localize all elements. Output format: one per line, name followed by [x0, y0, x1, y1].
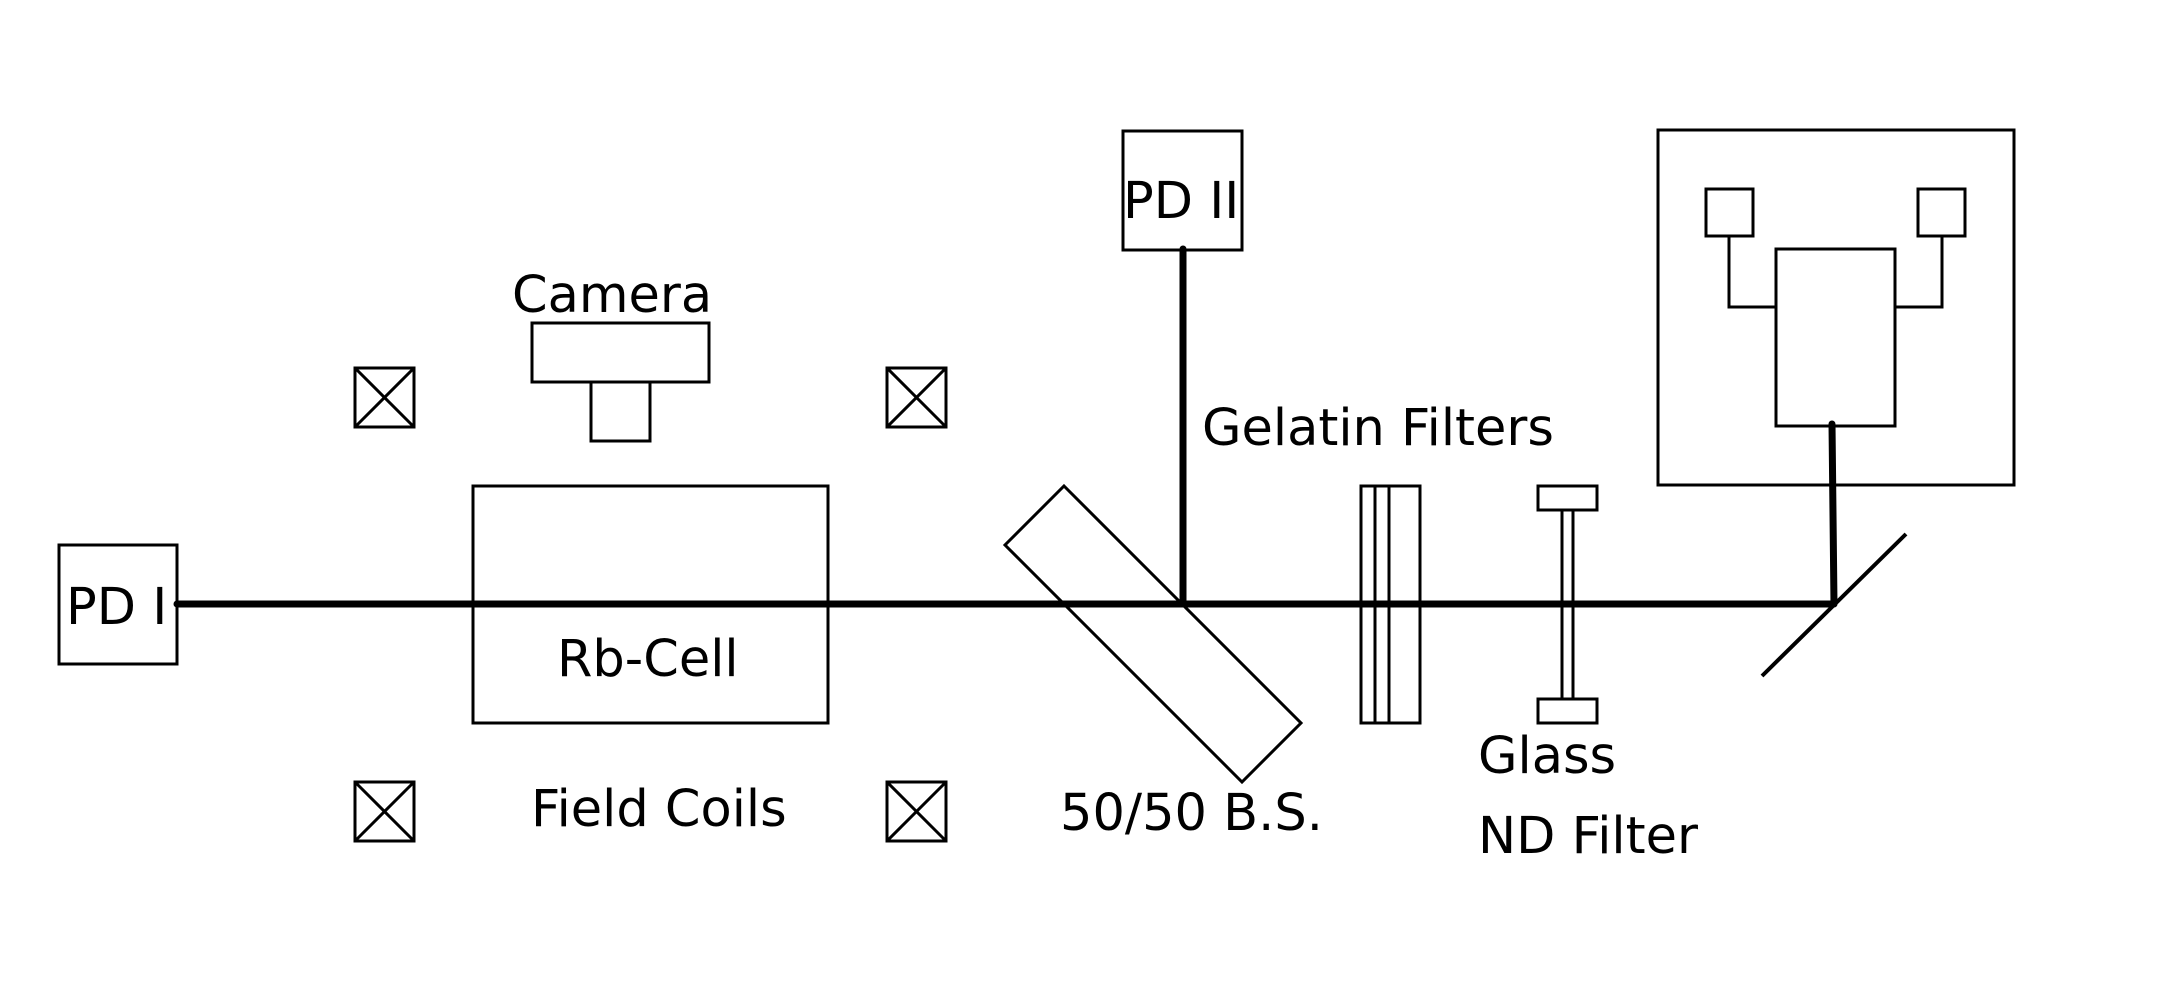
- field-coil-cross-icon: [885, 366, 948, 429]
- nd-filter-label: ND Filter: [1478, 807, 1698, 866]
- beam-splitter: 50/50 B.S.: [1002, 483, 1323, 843]
- beam-splitter-label: 50/50 B.S.: [1060, 784, 1323, 843]
- camera-label: Camera: [512, 266, 712, 325]
- glass-nd-filter: Glass ND Filter: [1478, 484, 1698, 866]
- camera-lens: [589, 380, 652, 443]
- rb-cell-label: Rb-Cell: [557, 630, 739, 689]
- gelatin-filters-label: Gelatin Filters: [1202, 399, 1554, 458]
- field-coil-cross-icon: [353, 780, 416, 843]
- rb-cell: Rb-Cell: [471, 484, 830, 725]
- mirror: [1760, 532, 1908, 678]
- beam-from-laser: [1828, 420, 1838, 608]
- field-coils-label: Field Coils: [531, 780, 787, 839]
- pd2-label: PD II: [1123, 172, 1239, 231]
- pd1-label: PD I: [66, 578, 167, 637]
- gelatin-filters: Gelatin Filters: [1202, 399, 1554, 725]
- pd2-detector: PD II: [1121, 129, 1244, 252]
- laser-enclosure: [1656, 128, 2016, 487]
- pd1-detector: PD I: [57, 543, 179, 666]
- glass-label: Glass: [1478, 727, 1616, 786]
- field-coil-cross-icon: [885, 780, 948, 843]
- camera-body: [530, 321, 711, 384]
- laser-body: [1774, 247, 1897, 428]
- field-coil-cross-icon: [353, 366, 416, 429]
- camera: Camera: [512, 266, 712, 443]
